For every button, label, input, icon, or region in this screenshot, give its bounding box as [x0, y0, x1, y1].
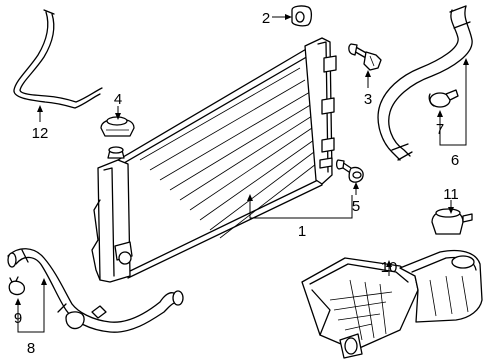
upper-hose-part [377, 5, 473, 161]
lower-hose-part [7, 248, 184, 333]
radiator-cap-part [100, 116, 135, 137]
radiator-part [91, 37, 337, 283]
mount-bushing-part [291, 5, 313, 27]
small-clamp-part [8, 276, 26, 296]
callout-11: 11 [443, 186, 459, 203]
bent-tube-part [13, 9, 103, 109]
callout-labels: 1 2 3 4 5 6 7 8 9 10 11 12 [14, 10, 459, 357]
callout-12: 12 [32, 125, 49, 142]
pin-part [335, 159, 364, 183]
reservoir-cap-part [431, 208, 473, 235]
callout-8: 8 [27, 340, 35, 357]
callout-3: 3 [364, 91, 372, 108]
callout-6: 6 [451, 152, 459, 169]
bolt-part [348, 43, 382, 71]
callout-2: 2 [262, 10, 270, 27]
callout-5: 5 [352, 198, 360, 215]
reservoir-housing-part [301, 249, 483, 359]
callout-7: 7 [436, 121, 444, 138]
callout-10: 10 [381, 259, 398, 276]
callout-9: 9 [14, 310, 22, 327]
callout-1: 1 [298, 223, 306, 240]
hose-clamp-part [428, 89, 459, 108]
leader-lines [15, 14, 469, 333]
callout-4: 4 [114, 91, 122, 108]
